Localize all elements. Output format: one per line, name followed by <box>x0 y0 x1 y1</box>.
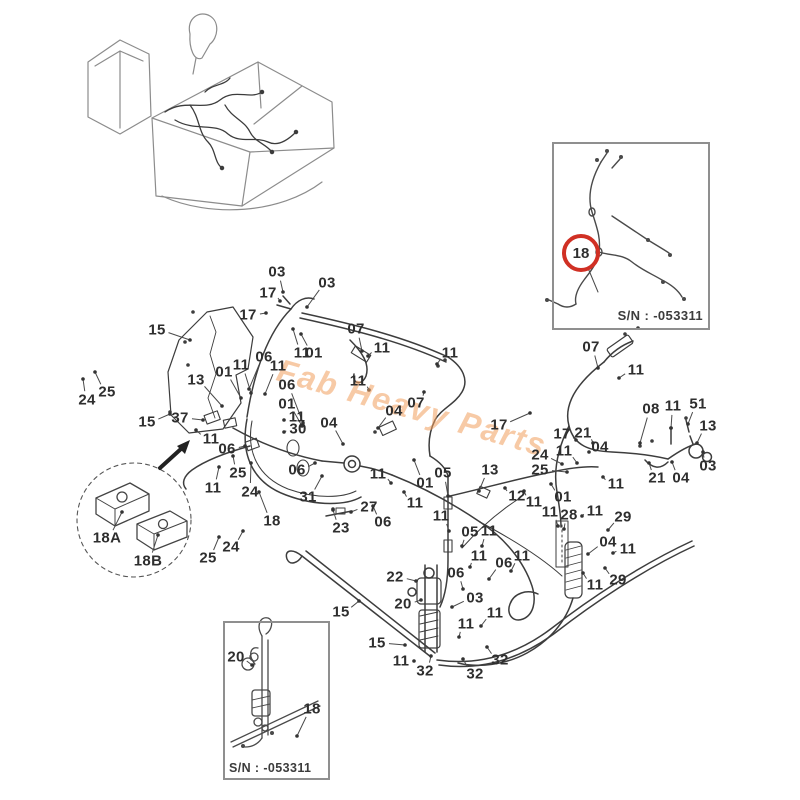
detail-circle-art <box>76 440 192 578</box>
inset-box-top-right: S/N : -053311 <box>552 142 710 330</box>
excavator-harness-sketch <box>164 77 299 171</box>
serial-number-bottom: S/N : -053311 <box>229 761 312 775</box>
inset-top-right-art <box>545 149 686 308</box>
serial-number-top-right: S/N : -053311 <box>617 308 703 323</box>
red-circled-callout-18: 18 <box>562 234 600 272</box>
excavator-overview-sketch <box>87 13 335 211</box>
callout-leader-lines <box>81 280 705 738</box>
inset-box-bottom: S/N : -053311 <box>223 621 330 780</box>
main-harness-art <box>167 295 713 668</box>
inset-bottom-art <box>230 617 321 748</box>
